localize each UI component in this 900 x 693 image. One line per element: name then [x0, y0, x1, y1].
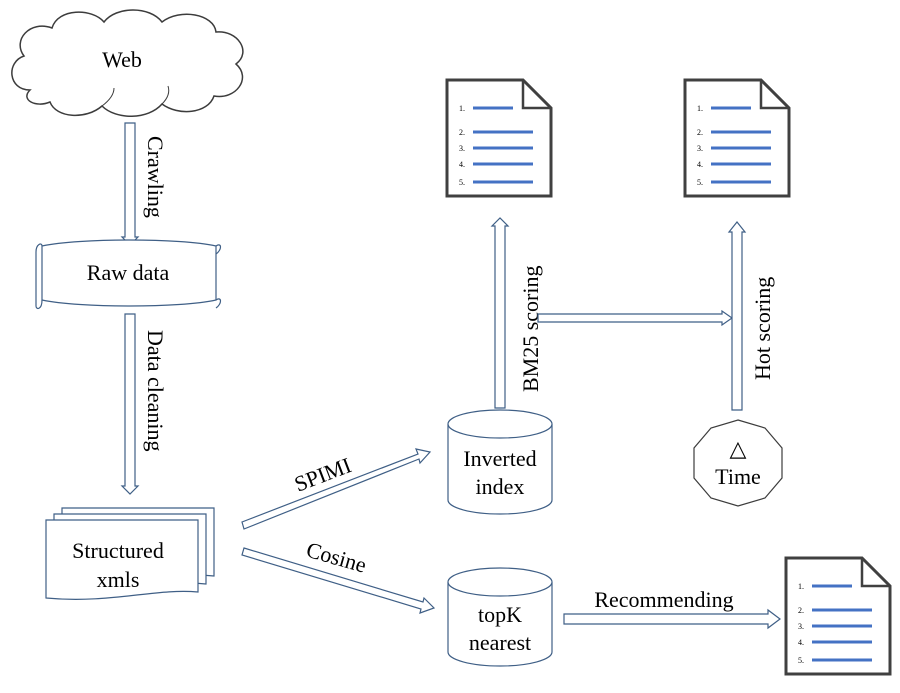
inverted-label-line1: Inverted — [463, 446, 536, 471]
raw-data-scroll: Raw data — [35, 239, 222, 310]
hot-scoring-label: Hot scoring — [750, 277, 775, 380]
ranked-list-document-icon — [445, 78, 553, 198]
spimi-arrow: SPIMI — [241, 448, 432, 530]
inverted-index-db: Inverted index — [447, 409, 553, 515]
structured-label-line1: Structured — [72, 538, 164, 563]
web-cloud: Web — [11, 9, 244, 117]
delta-symbol: △ — [730, 436, 747, 461]
hot-ranked-document-icon — [683, 78, 791, 198]
crawling-arrow: Crawling — [120, 122, 168, 246]
crawling-label: Crawling — [143, 136, 168, 218]
bm25-to-hot-arrow — [537, 309, 734, 327]
bm25-label: BM25 scoring — [518, 266, 543, 393]
time-label: Time — [715, 464, 761, 489]
bm25-arrow: BM25 scoring — [490, 217, 543, 409]
recommending-arrow: Recommending — [563, 587, 781, 630]
cosine-arrow: Cosine — [241, 537, 436, 614]
structured-label-line2: xmls — [97, 567, 140, 592]
inverted-label-line2: index — [476, 474, 525, 499]
topk-label-line1: topK — [478, 602, 522, 627]
recommendation-document-icon — [784, 556, 892, 676]
web-label: Web — [102, 47, 142, 72]
data-cleaning-arrow: Data cleaning — [120, 313, 168, 495]
time-node: △ Time — [693, 419, 783, 507]
topk-nearest-db: topK nearest — [447, 567, 553, 667]
data-cleaning-label: Data cleaning — [143, 330, 168, 452]
raw-data-label: Raw data — [87, 260, 170, 285]
topk-label-line2: nearest — [469, 630, 531, 655]
hot-scoring-arrow: Hot scoring — [727, 221, 775, 411]
structured-xmls-stack: Structured xmls — [45, 507, 215, 600]
spimi-label: SPIMI — [291, 452, 355, 496]
recommending-label: Recommending — [594, 587, 733, 612]
